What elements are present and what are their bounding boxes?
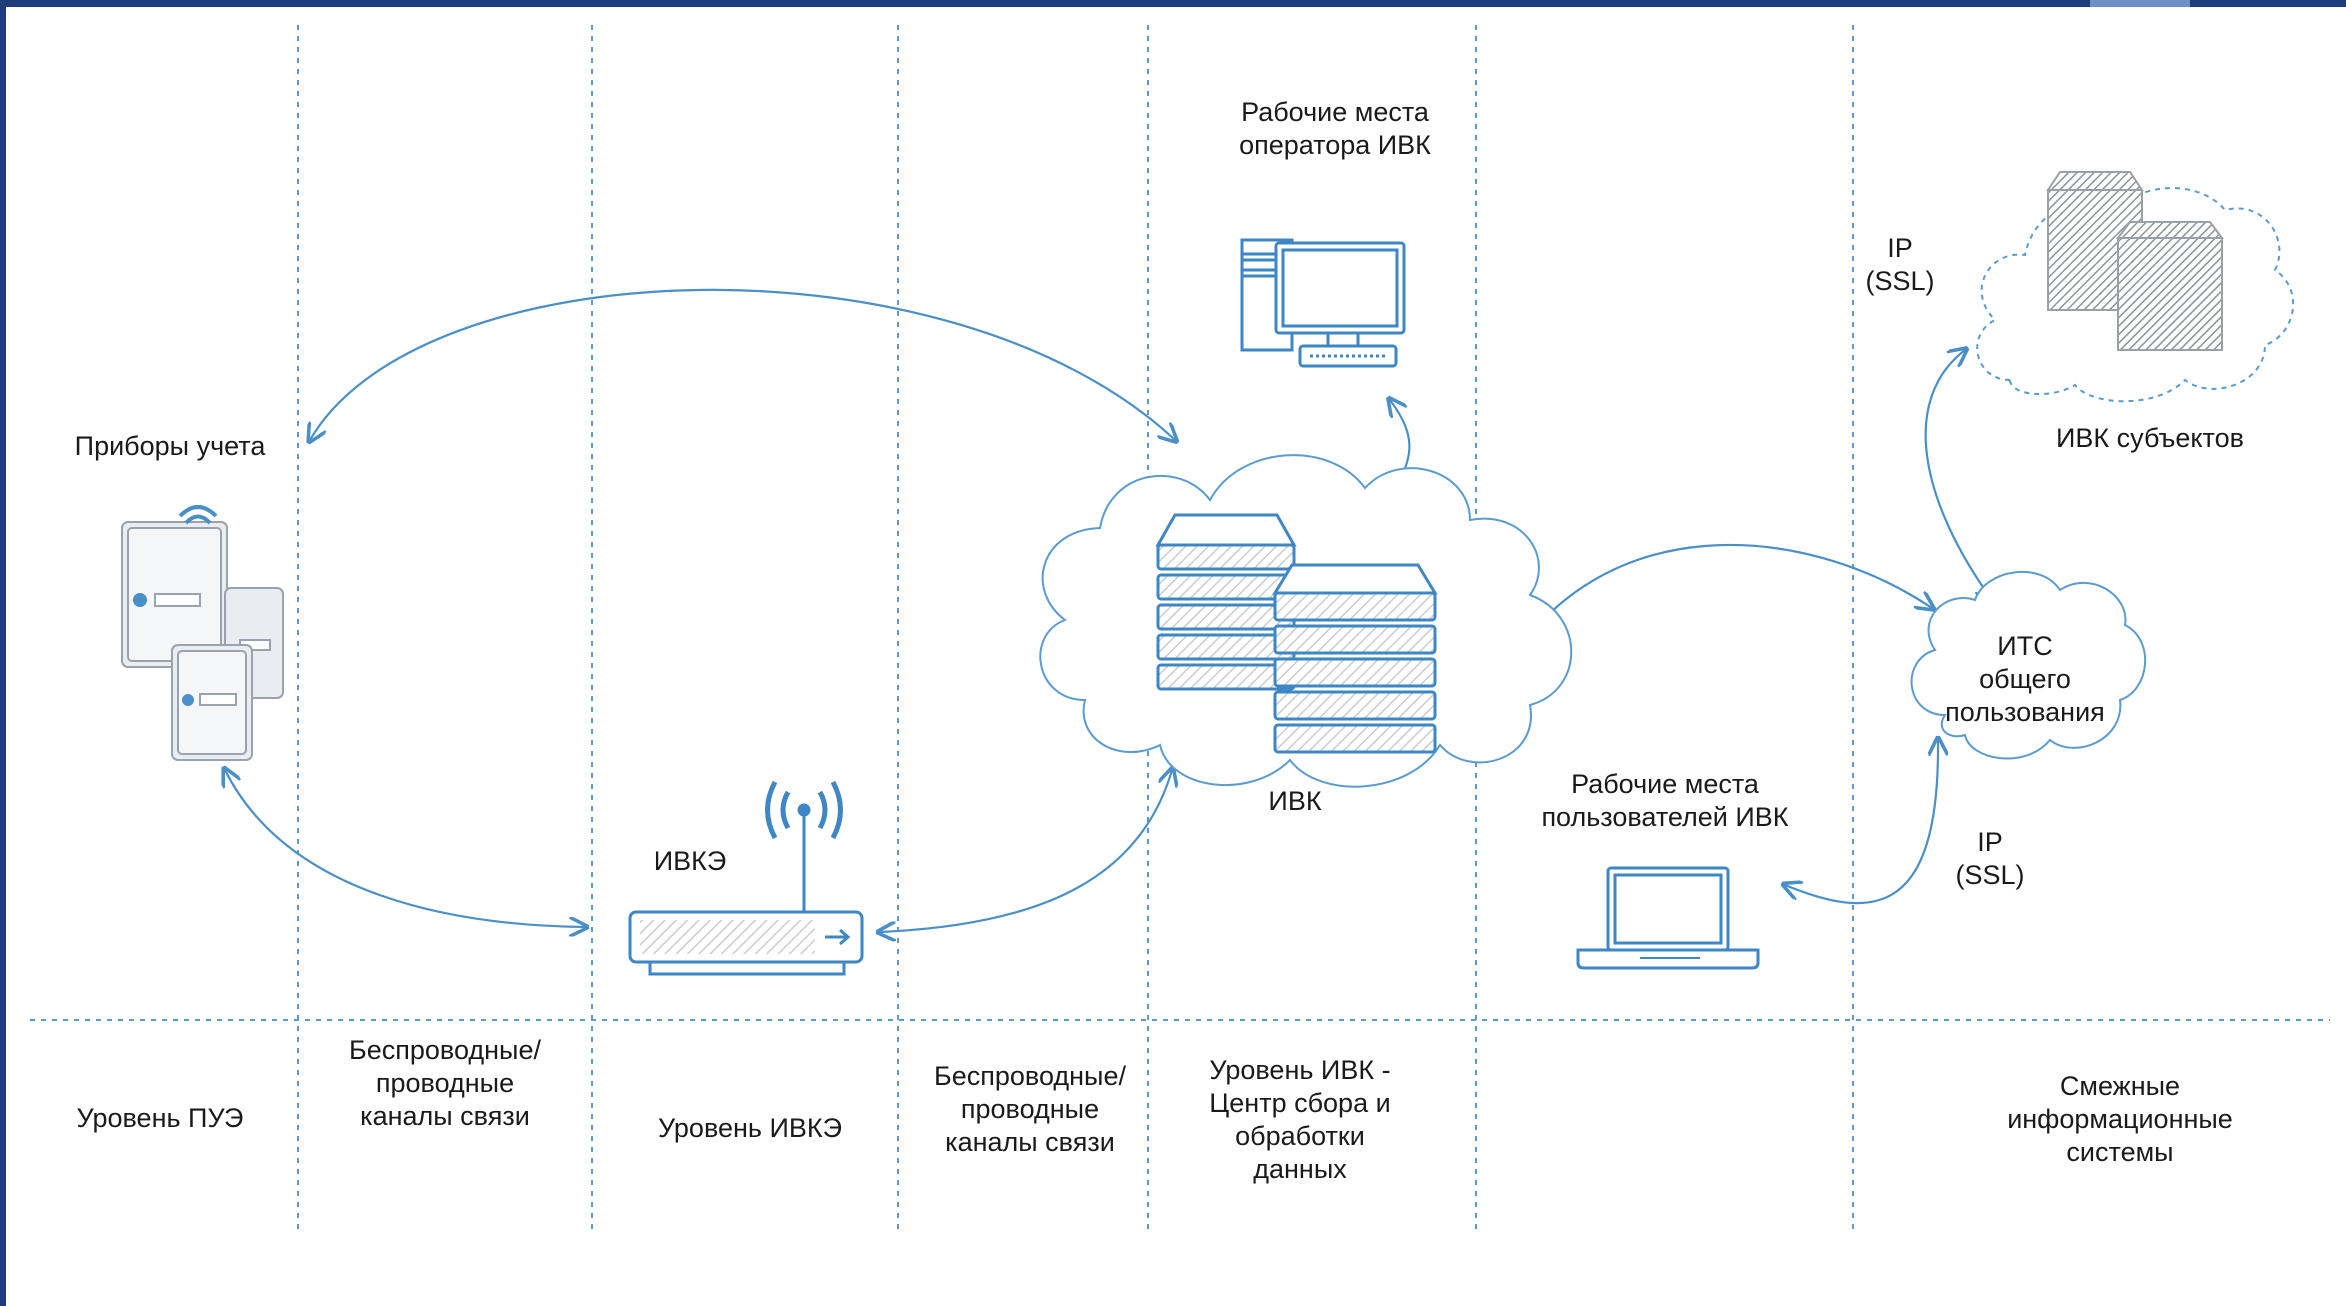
- subjects-cloud-icon: [1976, 171, 2294, 403]
- its-cloud-icon: [1910, 570, 2147, 760]
- level-label-channels-1: Беспроводные/ проводные каналы связи: [349, 1035, 541, 1131]
- label-its: ИТС общего пользования: [1945, 631, 2105, 727]
- label-pribory: Приборы учета: [74, 431, 266, 461]
- wireless-router-icon: [628, 780, 864, 976]
- label-ip-ssl-top: IP (SSL): [1865, 233, 1935, 296]
- label-user-ws: Рабочие места пользователей ИВК: [1541, 769, 1789, 832]
- slide-frame-top: [0, 0, 2346, 7]
- wifi-signal-icon: [178, 505, 218, 525]
- slide-frame-accent: [2090, 0, 2190, 7]
- connection-meters-ivk: [310, 288, 1175, 440]
- label-ivk: ИВК: [1268, 786, 1322, 816]
- level-label-adjacent: Смежные информационные системы: [2007, 1071, 2233, 1167]
- level-label-ivke: Уровень ИВКЭ: [657, 1113, 843, 1143]
- slide-frame-left: [0, 0, 6, 1306]
- label-ivk-subjects: ИВК субъектов: [2056, 423, 2244, 453]
- label-operator-ws: Рабочие места оператора ИВК: [1239, 97, 1431, 160]
- label-ivke: ИВКЭ: [653, 846, 727, 876]
- connection-meters-ivke: [225, 770, 585, 927]
- label-ip-ssl-bottom: IP (SSL): [1955, 827, 2025, 890]
- server-rack-icon: [1155, 513, 1438, 754]
- laptop-icon: [1576, 866, 1760, 970]
- connection-laptop-its: [1785, 740, 1938, 905]
- level-label-pue: Уровень ПУЭ: [76, 1103, 244, 1133]
- electricity-meters-icon: [121, 505, 284, 761]
- connections: [225, 288, 1992, 932]
- desktop-computer-icon: [1240, 238, 1406, 368]
- ivk-cloud-icon: [1039, 454, 1573, 788]
- subjects-servers-icon: [2046, 171, 2224, 351]
- connection-ivke-ivk: [880, 770, 1172, 932]
- level-label-channels-2: Беспроводные/ проводные каналы связи: [934, 1061, 1126, 1157]
- level-label-ivk: Уровень ИВК - Центр сбора и обработки да…: [1209, 1055, 1391, 1184]
- connection-subjects-its: [1924, 350, 1992, 600]
